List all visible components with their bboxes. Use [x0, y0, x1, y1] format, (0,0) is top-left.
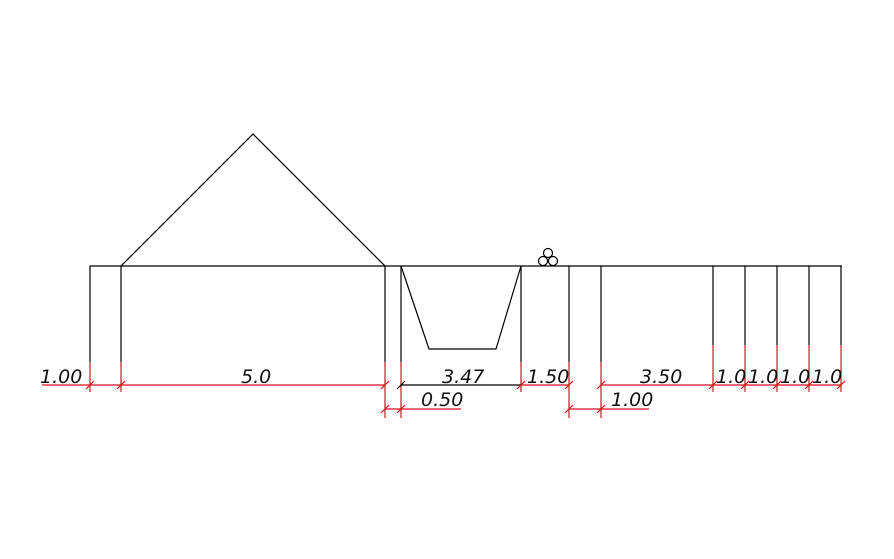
dimension-label-5-0: 5.0	[241, 366, 271, 388]
ditch-outline	[400, 265, 522, 350]
dimension-row-2	[380, 404, 649, 414]
dimension-label-3-47: 3.47	[442, 366, 484, 388]
dimension-label-1-0-d: 1.0	[812, 366, 842, 388]
dimension-label-1-0-a: 1.0	[716, 366, 746, 388]
dimension-label-1-00-b: 1.00	[611, 389, 653, 411]
dimension-label-1-0-b: 1.0	[748, 366, 778, 388]
dimension-label-3-50: 3.50	[640, 366, 682, 388]
dimension-label-0-50: 0.50	[421, 389, 463, 411]
circles-icon	[537, 247, 559, 267]
boundary-lines	[89, 266, 842, 362]
embankment-outline	[120, 133, 386, 267]
dimension-label-1-50: 1.50	[527, 366, 569, 388]
dimension-label-1-00: 1.00	[40, 366, 82, 388]
dimension-label-1-0-c: 1.0	[780, 366, 810, 388]
dimension-row-1	[42, 380, 846, 390]
